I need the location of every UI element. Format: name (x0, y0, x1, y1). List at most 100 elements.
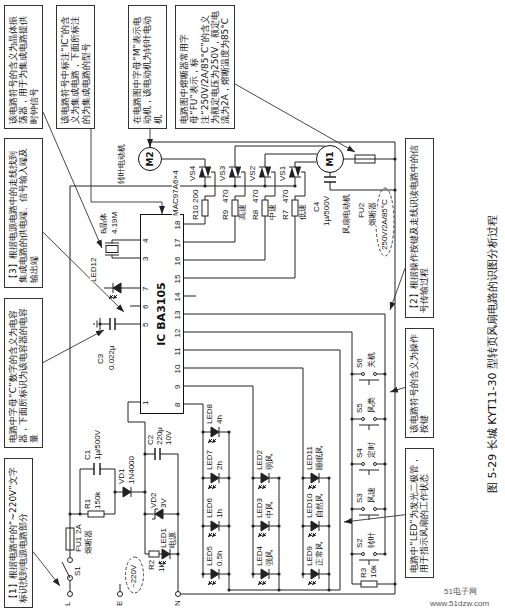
pin-number: 7 (142, 287, 150, 291)
wire (100, 469, 115, 514)
led-label: LED5 (206, 546, 214, 566)
junction-dot (201, 572, 204, 575)
component-label: VD1 (118, 468, 126, 484)
component-label: VS4 (189, 166, 197, 181)
junction-dot (263, 184, 266, 187)
led-label: 睡眠风 (316, 446, 324, 470)
crystal-symbol (106, 246, 118, 253)
callout-box: 电路图中熔断器常用字母“FU”表示，标注“250V/2A/85°C”的含义为额定… (175, 5, 235, 129)
capacitor-symbol (154, 448, 156, 460)
led-label: 4h (216, 415, 224, 424)
wire (184, 368, 303, 578)
pin-number: 4 (142, 239, 150, 243)
component-label: 150k (94, 492, 102, 509)
light-arrow (262, 533, 266, 537)
led-symbol (219, 427, 220, 437)
component-label: 220μ (156, 427, 164, 445)
component-label: C3 (97, 354, 105, 364)
led-label: LED9 (306, 546, 314, 566)
callout-connector (91, 129, 162, 214)
light-arrow (258, 485, 262, 489)
capacitor-symbol (159, 448, 161, 460)
wire (128, 402, 145, 554)
resistor-symbol (361, 581, 377, 587)
junction-dot (251, 524, 254, 527)
terminal (176, 592, 181, 597)
component-label: R10 (192, 205, 200, 220)
pin-number: 13 (174, 311, 182, 320)
terminal-label: E (116, 601, 124, 606)
key-label: 风速 (368, 487, 376, 503)
component-label: 4.19M (111, 212, 119, 234)
led-label: LED11 (306, 446, 314, 470)
light-arrow (262, 581, 266, 585)
leader-line (43, 112, 102, 248)
node-text: 【1】根据电路中的“~220V”文字标识找到电源电路部分 (8, 463, 29, 603)
junction-dot (327, 476, 330, 479)
terminal (68, 592, 73, 597)
component-label: C1 (84, 450, 92, 460)
wire (121, 288, 140, 289)
wire (352, 584, 361, 585)
junction-dot (350, 552, 353, 555)
light-arrow (258, 581, 262, 585)
triac-symbol (229, 167, 235, 177)
light-arrow (312, 485, 316, 489)
component-label: 0.022μ (108, 345, 116, 370)
pin-number: 18 (174, 221, 182, 230)
light-arrow (212, 533, 216, 537)
junction-dot (78, 512, 81, 515)
leader-line (390, 387, 405, 392)
component-label: 3V (160, 498, 168, 508)
led-symbol (269, 521, 270, 531)
triac-symbol (235, 167, 241, 177)
wire (235, 146, 325, 167)
component-label: 470 (222, 190, 230, 203)
resistor-symbol (88, 511, 104, 517)
junction-dot (301, 524, 304, 527)
junction-dot (227, 524, 230, 527)
junction-dot (143, 490, 146, 493)
switch-blade (62, 562, 70, 578)
pin-number: 6 (142, 305, 150, 309)
zener-symbol (152, 519, 155, 520)
junction-dot (201, 476, 204, 479)
light-arrow (212, 439, 216, 443)
pin-number: 5 (142, 323, 150, 327)
junction-dot (203, 184, 206, 187)
led-symbol (170, 549, 171, 559)
wire (375, 159, 395, 160)
led-symbol (311, 521, 319, 531)
triac-symbol (289, 177, 301, 178)
leader-line (235, 84, 355, 152)
wire (115, 324, 140, 325)
triac-symbol (199, 167, 205, 177)
key-label: 定时 (368, 442, 376, 458)
component-label: R7 (282, 210, 290, 220)
zener-symbol (155, 509, 163, 519)
key-label: S6 (356, 358, 364, 368)
leader-line (33, 552, 60, 586)
key-label: 风类 (368, 397, 376, 413)
key-contact (374, 508, 377, 511)
component-label: 1μ/500V (94, 430, 102, 460)
triac-symbol (259, 167, 265, 177)
callout-connector (150, 129, 151, 147)
wire (184, 314, 385, 554)
watermark: 51电子网 (444, 588, 477, 596)
wire (330, 182, 395, 190)
wire (178, 454, 179, 592)
key-contact (374, 418, 377, 421)
component-label: 2A (75, 524, 83, 534)
figure-caption: 图 5-29 长城 KYT11-30 型转页风扇电路的识图分析过程 (486, 134, 499, 574)
key-label: S2 (356, 538, 364, 548)
junction-dot (350, 372, 353, 375)
junction-dot (383, 552, 386, 555)
callout-box: 【3】根据电源电路中的走线找到集成电路的供电端、信号输入端及输出端 (4, 138, 43, 288)
triac-symbol (259, 177, 271, 178)
light-arrow (308, 581, 312, 585)
led-label: 2h (216, 461, 224, 470)
junction-dot (251, 572, 254, 575)
led-symbol (219, 521, 220, 531)
